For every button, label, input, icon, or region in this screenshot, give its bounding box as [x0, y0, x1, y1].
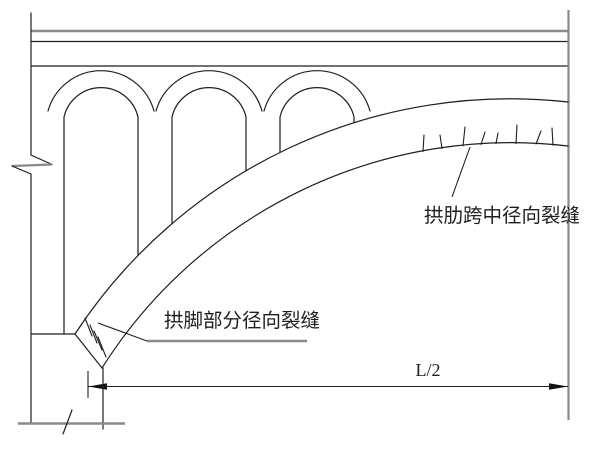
midspan-crack-ticks	[422, 124, 554, 153]
arch-rib-extrados	[74, 98, 569, 335]
dimension-label: L/2	[416, 360, 441, 380]
left-wall-break-line	[11, 12, 53, 424]
midspan-crack-callout: 拱肋跨中径向裂缝	[424, 146, 580, 227]
dimension-arrow-right	[549, 383, 568, 390]
arch-rib-intrados	[101, 142, 569, 369]
foot-crack-ticks	[84, 317, 107, 358]
foot-crack-label: 拱脚部分径向裂缝	[164, 310, 320, 332]
arch-rib	[30, 98, 569, 369]
dimension-arrow-left	[88, 383, 107, 390]
foot-crack-callout: 拱脚部分径向裂缝	[97, 310, 320, 343]
dimension-l2: L/2	[87, 360, 568, 398]
midspan-crack-label: 拱肋跨中径向裂缝	[424, 205, 580, 227]
bridge-deck-lines	[30, 29, 569, 67]
arch-foot-end-face	[74, 333, 103, 369]
spandrel-arches	[47, 70, 371, 334]
ground-line	[18, 409, 125, 435]
ground-break-slash	[62, 409, 73, 435]
